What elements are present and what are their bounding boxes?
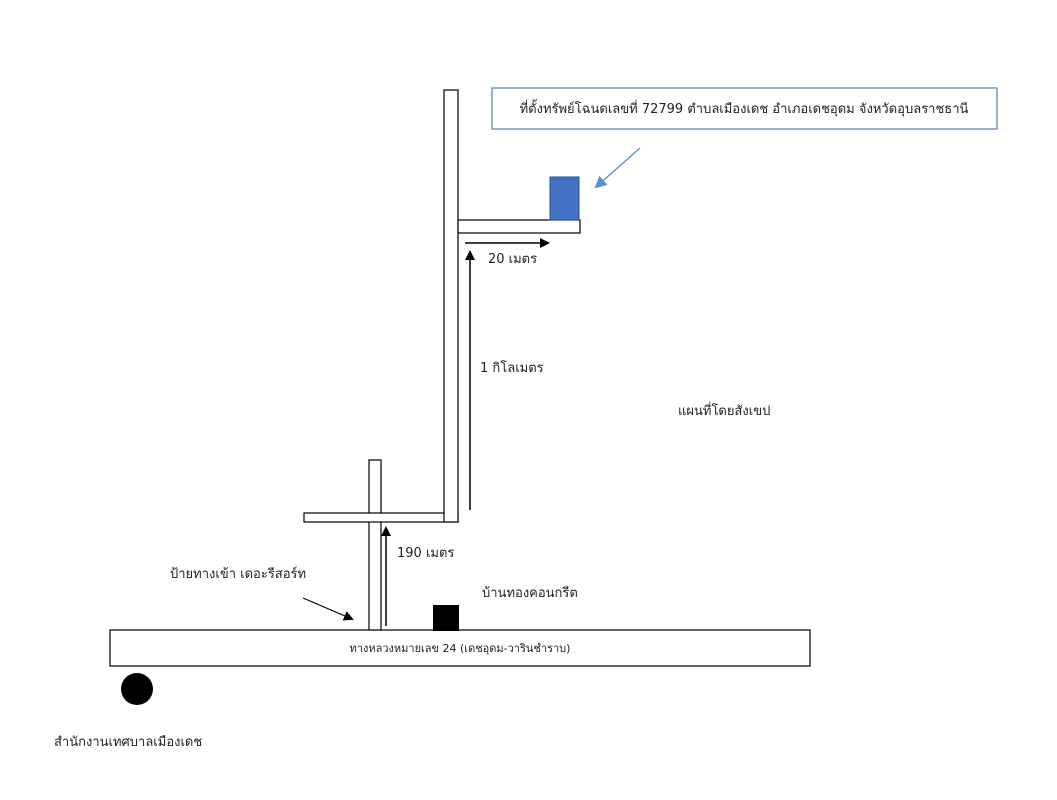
- cross-road: [303, 512, 459, 523]
- property-callout-box: [491, 87, 998, 130]
- concrete-house-label: บ้านทองคอนกรีต: [482, 585, 578, 601]
- municipal-office-marker: [121, 673, 153, 705]
- entrance-sign-label: ป้ายทางเข้า เดอะรีสอร์ท: [170, 566, 306, 582]
- highway-road: [109, 629, 811, 667]
- entrance-road: [368, 459, 382, 631]
- long-road: [443, 89, 459, 523]
- branch-road: [457, 219, 581, 234]
- highway-label: ทางหลวงหมายเลข 24 (เดชอุดม-วารินชำราบ): [350, 642, 571, 655]
- label-1km: 1 กิโลเมตร: [480, 360, 544, 376]
- label-190m: 190 เมตร: [397, 546, 454, 561]
- entrance-sign-arrow: [302, 597, 354, 621]
- property-marker: [549, 176, 580, 221]
- municipal-office-label: สำนักงานเทศบาลเมืองเดช: [54, 734, 202, 750]
- sketch-map-label: แผนที่โดยสังเขป: [678, 402, 770, 419]
- concrete-house-marker: [433, 605, 459, 631]
- property-callout-text: ที่ตั้งทรัพย์โฉนดเลขที่ 72799 ตำบลเมืองเ…: [520, 99, 969, 117]
- label-20m: 20 เมตร: [488, 252, 537, 267]
- callout-arrow: [594, 147, 641, 189]
